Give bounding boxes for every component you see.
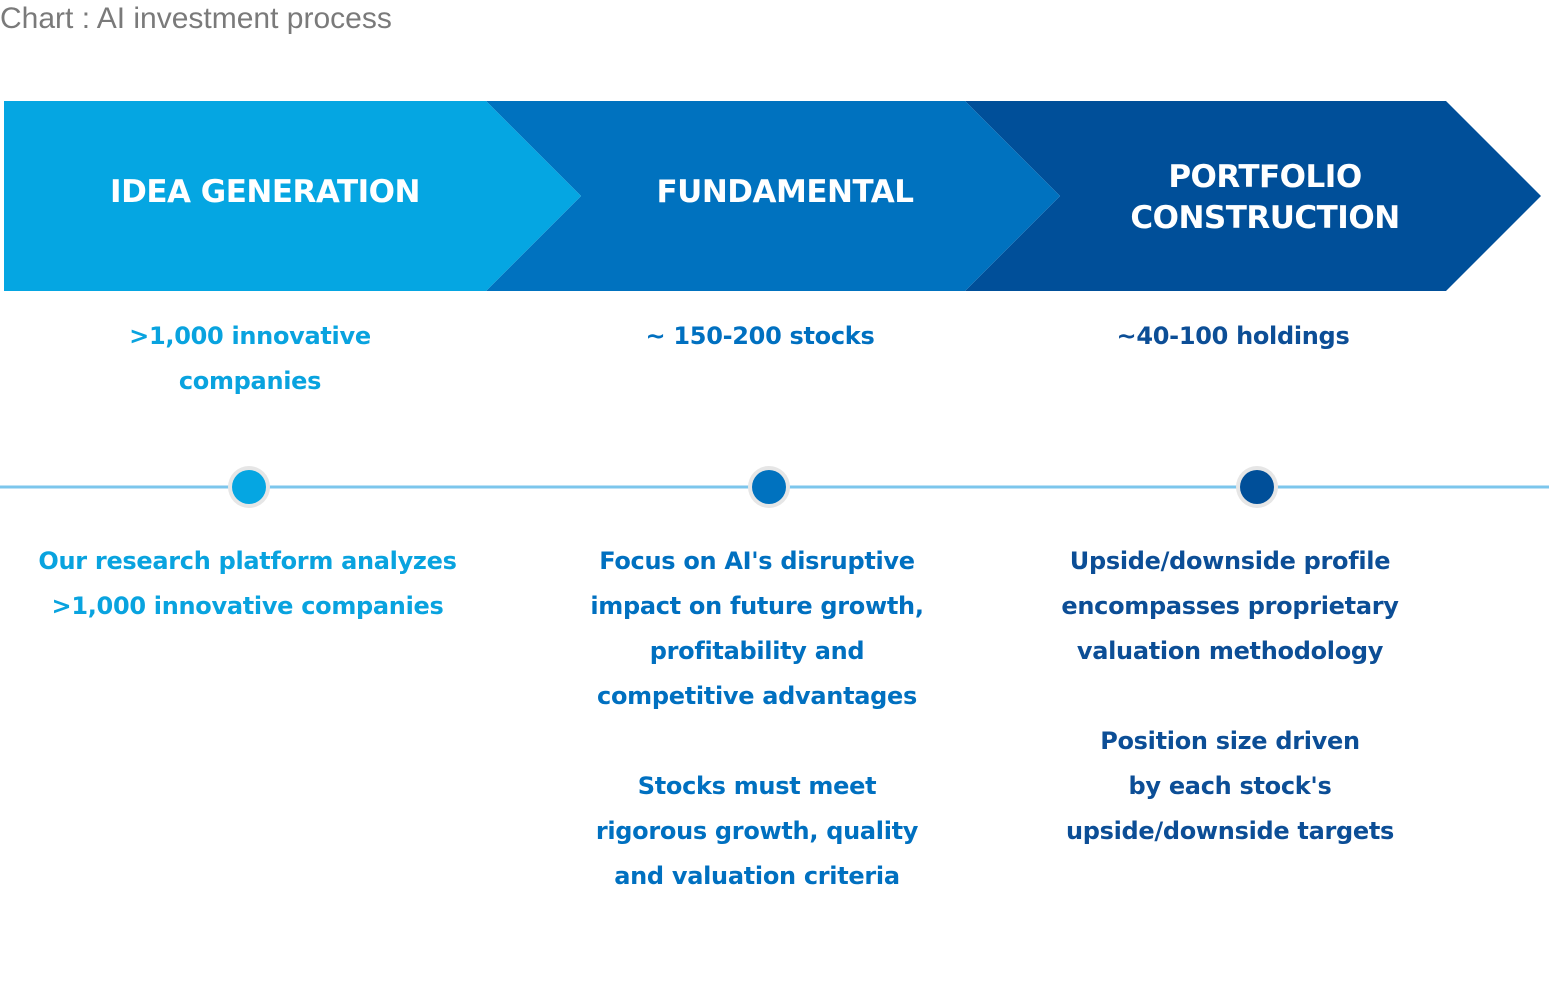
stage-label-idea-generation: IDEA GENERATION xyxy=(20,172,510,213)
idea-generation-chevron xyxy=(4,101,581,291)
count-line: >1,000 innovative xyxy=(129,322,371,350)
stage-label-line: FUNDAMENTAL xyxy=(656,174,914,210)
description-line: Position size driven xyxy=(1100,727,1360,755)
description-line: impact on future growth, xyxy=(590,592,924,620)
portfolio-construction-chevron xyxy=(965,101,1541,291)
description-line: profitability and xyxy=(649,637,865,665)
stage-label-fundamental: FUNDAMENTAL xyxy=(540,172,1030,213)
description-line: and valuation criteria xyxy=(614,862,900,890)
chart-title: Chart : AI investment process xyxy=(0,2,392,35)
description-line: by each stock's xyxy=(1128,772,1332,800)
count-portfolio-construction: ~40-100 holdings xyxy=(983,314,1483,359)
stage-label-portfolio-construction: PORTFOLIO CONSTRUCTION xyxy=(1020,157,1510,239)
count-fundamental: ~ 150-200 stocks xyxy=(510,314,1010,359)
timeline-marker-portfolio-construction xyxy=(1240,470,1274,504)
count-idea-generation: >1,000 innovative companies xyxy=(0,314,500,404)
fundamental-chevron xyxy=(486,101,1060,291)
description-idea-generation: Our research platform analyzes >1,000 in… xyxy=(0,539,495,629)
description-line: Focus on AI's disruptive xyxy=(599,547,915,575)
timeline-marker-idea-generation xyxy=(232,470,266,504)
count-line: companies xyxy=(178,367,322,395)
description-line: rigorous growth, quality xyxy=(595,817,919,845)
description-line: Our research platform analyzes xyxy=(38,547,457,575)
description-fundamental: Focus on AI's disruptive impact on futur… xyxy=(507,539,1007,899)
stage-label-line: IDEA GENERATION xyxy=(110,174,420,210)
description-line: Upside/downside profile xyxy=(1069,547,1391,575)
count-line: ~ 150-200 stocks xyxy=(645,322,875,350)
description-line: upside/downside targets xyxy=(1065,817,1395,845)
count-line: ~40-100 holdings xyxy=(1116,322,1350,350)
description-line: Stocks must meet xyxy=(637,772,877,800)
timeline-marker-fundamental xyxy=(752,470,786,504)
description-line: encompasses proprietary xyxy=(1061,592,1399,620)
stage-label-line: PORTFOLIO xyxy=(1168,159,1362,195)
description-line: valuation methodology xyxy=(1076,637,1384,665)
description-line: >1,000 innovative companies xyxy=(51,592,444,620)
stage-label-line: CONSTRUCTION xyxy=(1130,200,1400,236)
description-line: competitive advantages xyxy=(597,682,917,710)
description-portfolio-construction: Upside/downside profile encompasses prop… xyxy=(980,539,1480,854)
